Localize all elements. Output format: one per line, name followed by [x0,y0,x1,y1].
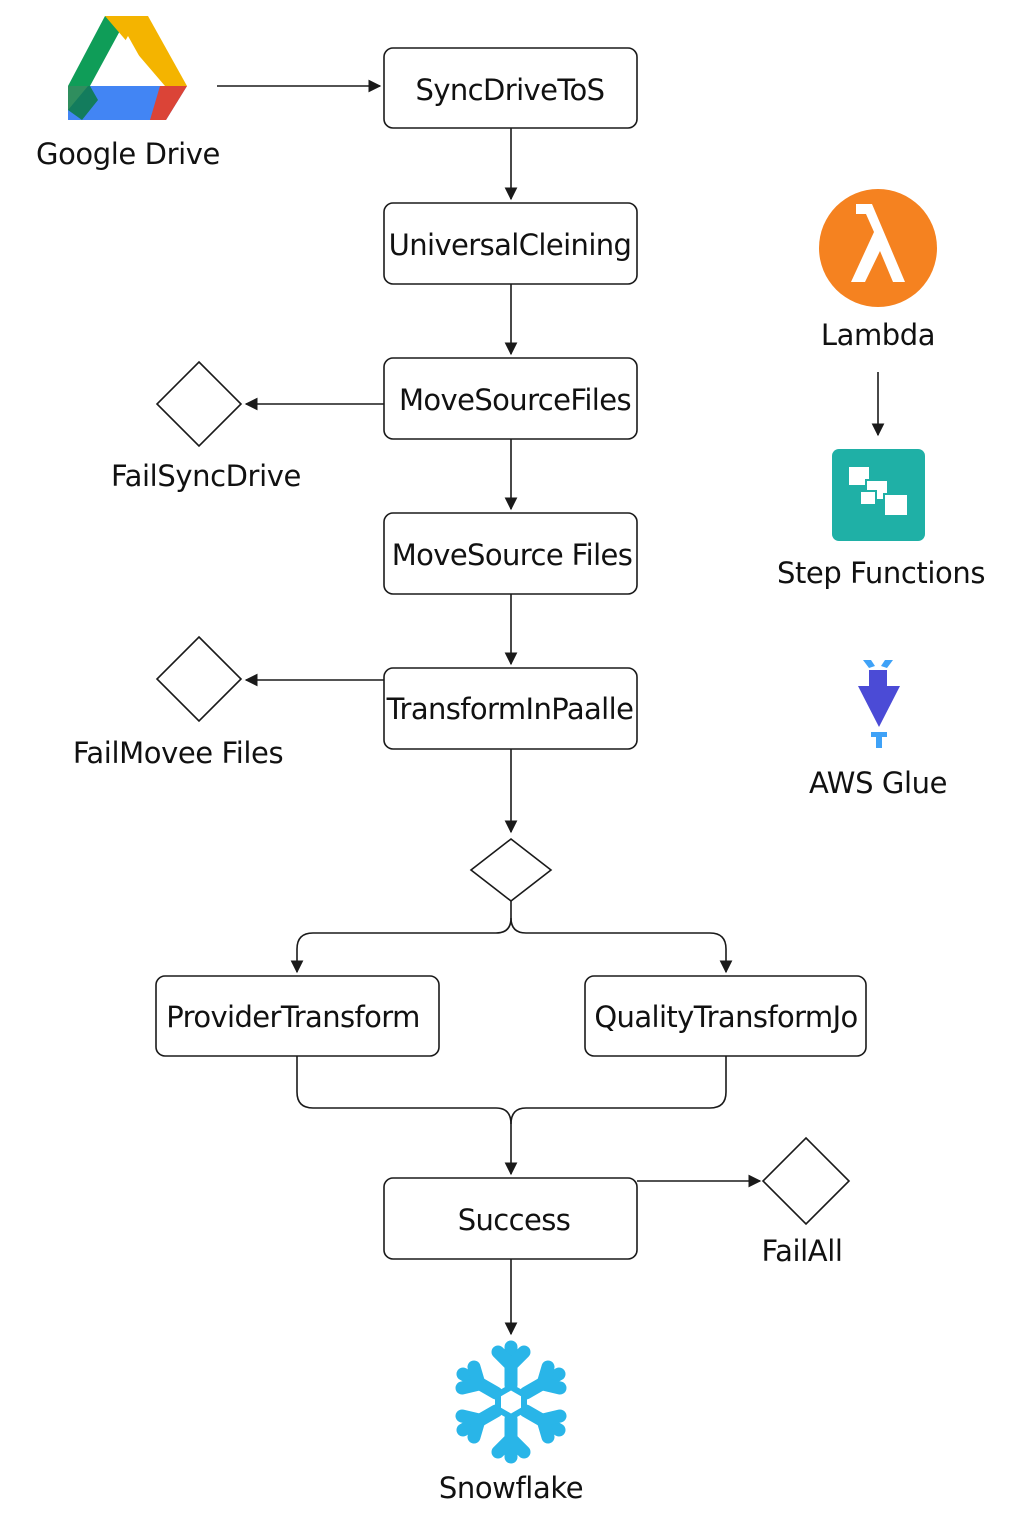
drive-green-segment [68,16,128,86]
edge-decision-to-provider [290,901,512,974]
google-drive-label: Google Drive [36,137,220,171]
step-provider-transform-label: ProviderTransform [166,1000,419,1034]
snowflake-icon [455,1340,567,1464]
fail-sync-drive-diamond [155,360,243,448]
step-sync-drive-label: SyncDriveToS [416,73,605,107]
step-quality-transform[interactable]: QualityTransformJo [584,975,867,1057]
snowflake-label: Snowflake [439,1471,583,1505]
step-quality-transform-label: QualityTransformJo [594,1000,857,1034]
lambda-icon [819,189,937,307]
fail-all-diamond [761,1136,851,1226]
edge-decision-to-quality [510,917,733,974]
fail-move-files[interactable]: FailMovee Files [73,635,284,770]
step-sync-drive[interactable]: SyncDriveToS [383,47,638,129]
parallel-decision-diamond [469,837,553,903]
fail-sync-drive[interactable]: FailSyncDrive [111,360,301,493]
fail-all[interactable]: FailAll [761,1136,851,1268]
step-universal-cleaning[interactable]: UniversalCleining [383,202,638,285]
step-functions: Step Functions [777,449,985,590]
drive-dark-green-segment [68,86,98,120]
fail-all-label: FailAll [761,1234,842,1268]
lambda-label: Lambda [821,318,935,352]
step-move-source-files-1[interactable]: MoveSourceFiles [383,357,638,440]
step-transform-in-parallel-label: TransformInPaalle [386,692,634,726]
drive-red-segment [150,86,187,120]
fail-move-files-label: FailMovee Files [73,736,283,770]
drive-center [100,36,156,86]
lambda: Lambda [819,189,937,352]
edge-quality-to-success [510,1056,727,1125]
parallel-decision[interactable] [469,837,553,903]
step-functions-label: Step Functions [777,556,985,590]
snowflake: Snowflake [439,1340,584,1505]
google-drive: Google Drive [36,16,220,171]
step-success-label: Success [458,1203,571,1237]
aws-glue: AWS Glue [809,660,947,800]
fail-move-files-diamond [155,635,243,723]
step-functions-icon [832,449,925,541]
drive-yellow-segment [105,16,187,86]
aws-glue-icon [858,660,900,748]
step-success[interactable]: Success [383,1177,638,1260]
google-drive-icon [68,16,187,120]
step-transform-in-parallel[interactable]: TransformInPaalle [383,667,638,750]
step-provider-transform[interactable]: ProviderTransform [155,975,440,1057]
edge-provider-to-success [296,1056,518,1176]
step-move-source-files-2-label: MoveSource Files [392,538,633,572]
step-move-source-files-1-label: MoveSourceFiles [399,383,631,417]
edges [217,79,885,1336]
fail-sync-drive-label: FailSyncDrive [111,459,301,493]
aws-glue-label: AWS Glue [809,766,947,800]
step-move-source-files-2[interactable]: MoveSource Files [383,512,638,595]
step-universal-cleaning-label: UniversalCleining [389,228,632,262]
